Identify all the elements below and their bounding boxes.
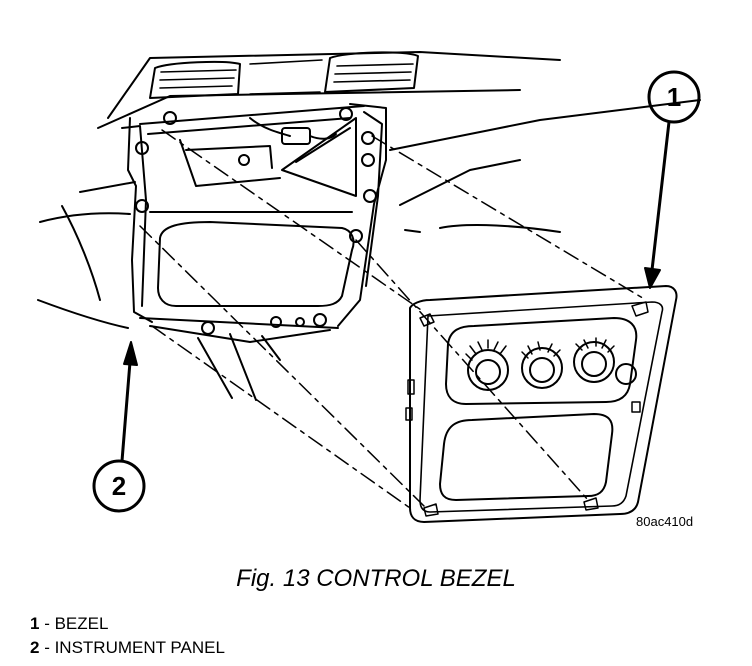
legend-item-separator: -: [39, 614, 55, 633]
blower-knob: [521, 341, 563, 389]
air-vent-left: [149, 60, 241, 99]
ac-button: [615, 363, 637, 385]
temperature-knob: [465, 339, 509, 391]
callout-1-number: 1: [667, 82, 681, 112]
legend: 1 - BEZEL 2 - INSTRUMENT PANEL: [30, 612, 225, 660]
dashboard-outline: [37, 51, 701, 329]
legend-item-number: 2: [30, 638, 40, 657]
legend-item-label: INSTRUMENT PANEL: [54, 638, 225, 657]
air-vent-right: [249, 51, 419, 95]
figure-code: 80ac410d: [636, 514, 694, 529]
callout-1: 1: [644, 70, 701, 289]
legend-item-separator: -: [39, 638, 55, 657]
instrument-panel-opening: [121, 103, 387, 401]
mode-knob: [573, 337, 615, 383]
callout-2-number: 2: [112, 471, 126, 501]
callout-2: 2: [92, 341, 146, 513]
legend-item: 2 - INSTRUMENT PANEL: [30, 636, 225, 660]
legend-item: 1 - BEZEL: [30, 612, 225, 636]
figure-caption: Fig. 13 CONTROL BEZEL: [236, 565, 516, 592]
legend-item-number: 1: [30, 614, 40, 633]
bezel-storage-opening: [439, 413, 614, 501]
legend-item-label: BEZEL: [54, 614, 109, 633]
bezel: [405, 285, 678, 523]
control-bezel-diagram: 1 2: [37, 51, 701, 523]
alignment-lines: [139, 129, 647, 509]
